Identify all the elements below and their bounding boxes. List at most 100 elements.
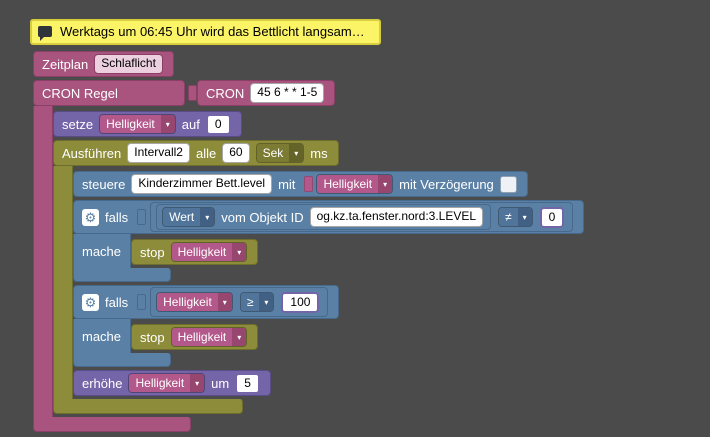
gear-icon[interactable]: ⚙ xyxy=(82,208,99,226)
value-type-dropdown[interactable]: Wert ▾ xyxy=(162,207,216,227)
interval-block: Ausführen Intervall2 alle 60 Sek ▾ ms xyxy=(53,140,585,414)
chevron-down-icon: ▾ xyxy=(217,293,232,311)
if-2-do-spine: mache xyxy=(73,319,131,353)
variable-name: Helligkeit xyxy=(129,374,191,392)
comment-icon xyxy=(38,26,52,41)
chevron-down-icon: ▾ xyxy=(378,175,393,193)
value-type: Wert xyxy=(163,208,201,226)
unit-suffix-label: ms xyxy=(310,145,328,161)
variable-dropdown[interactable]: Helligkeit ▾ xyxy=(99,114,176,134)
if-2-header-row[interactable]: ⚙ falls Helligkeit ▾ xyxy=(73,285,340,319)
operator-value: ≥ xyxy=(240,293,260,311)
cron-rule-label: CRON Regel xyxy=(42,85,118,101)
increment-variable-block[interactable]: erhöhe Helligkeit ▾ um 5 xyxy=(73,370,271,396)
to-label: auf xyxy=(181,116,200,132)
schedule-header-row[interactable]: Zeitplan Schlaflicht xyxy=(33,51,174,77)
if-label: falls xyxy=(105,209,129,225)
variable-dropdown[interactable]: Helligkeit ▾ xyxy=(170,327,248,347)
stop-block-1[interactable]: stop Helligkeit ▾ xyxy=(131,239,259,265)
number-field[interactable]: 0 xyxy=(539,206,565,228)
value-connector-icon xyxy=(137,209,147,225)
schedule-children: setze Helligkeit ▾ auf 0 Ausführen Inter… xyxy=(53,109,585,417)
if-block-2: ⚙ falls Helligkeit ▾ xyxy=(73,285,340,367)
variable-name: Helligkeit xyxy=(171,328,233,346)
from-object-label: vom Objekt ID xyxy=(221,209,304,225)
increment-label: erhöhe xyxy=(82,375,123,391)
operator-value: ≠ xyxy=(499,208,518,226)
chevron-down-icon: ▾ xyxy=(232,328,247,346)
number-field[interactable]: 100 xyxy=(281,291,320,313)
schedule-name-field[interactable]: Schlaflicht xyxy=(94,54,163,74)
if-1-header-row[interactable]: ⚙ falls Wert ▾ xyxy=(73,200,585,234)
with-label: mit xyxy=(278,176,296,192)
comment-block[interactable]: Werktags um 06:45 Uhr wird das Bettlicht… xyxy=(30,19,381,45)
if-1-children: stop Helligkeit ▾ xyxy=(131,237,259,268)
interval-foot xyxy=(53,399,243,414)
number-field[interactable]: 5 xyxy=(235,372,260,394)
cron-rule-row: CRON Regel CRON 45 6 * * 1-5 xyxy=(33,80,336,106)
interval-header-row[interactable]: Ausführen Intervall2 alle 60 Sek ▾ ms xyxy=(53,140,339,166)
chevron-down-icon: ▾ xyxy=(517,208,532,226)
control-block[interactable]: steuere Kinderzimmer Bett.level mit Hell… xyxy=(73,171,528,197)
control-label: steuere xyxy=(82,176,126,192)
value-connector-icon xyxy=(137,294,147,310)
stop-label: stop xyxy=(140,329,165,345)
variable-name: Helligkeit xyxy=(100,115,161,133)
chevron-down-icon: ▾ xyxy=(200,208,215,226)
schedule-foot xyxy=(33,417,191,432)
chevron-down-icon: ▾ xyxy=(289,144,304,162)
interval-children: steuere Kinderzimmer Bett.level mit Hell… xyxy=(73,169,585,399)
schedule-label: Zeitplan xyxy=(42,56,89,72)
cron-expression-field[interactable]: 45 6 * * 1-5 xyxy=(250,83,325,103)
number-field[interactable]: 0 xyxy=(205,113,231,135)
by-label: um xyxy=(211,375,230,391)
block-stack: Zeitplan Schlaflicht CRON Regel CRON 45 … xyxy=(33,51,585,432)
set-label: setze xyxy=(62,116,94,132)
gear-icon[interactable]: ⚙ xyxy=(82,293,99,311)
variable-dropdown[interactable]: Helligkeit ▾ xyxy=(128,373,206,393)
chevron-down-icon: ▾ xyxy=(190,374,205,392)
variable-dropdown[interactable]: Helligkeit ▾ xyxy=(156,292,233,312)
control-object-field[interactable]: Kinderzimmer Bett.level xyxy=(131,174,273,194)
chevron-down-icon: ▾ xyxy=(160,115,175,133)
if-block-1: ⚙ falls Wert ▾ xyxy=(73,200,585,282)
if-2-body: mache stop Helligkeit ▾ xyxy=(73,319,259,353)
schedule-body: setze Helligkeit ▾ auf 0 Ausführen Inter… xyxy=(33,106,585,417)
compare-block[interactable]: Wert ▾ vom Objekt ID og.kz.ta.fenster.no… xyxy=(150,202,574,232)
variable-dropdown[interactable]: Helligkeit ▾ xyxy=(170,242,248,262)
interval-name-field[interactable]: Intervall2 xyxy=(127,143,190,163)
operator-dropdown[interactable]: ≠ ▾ xyxy=(498,207,533,227)
interval-label: Ausführen xyxy=(62,145,122,161)
interval-spine xyxy=(53,166,73,399)
operator-dropdown[interactable]: ≥ ▾ xyxy=(239,292,275,312)
value-connector-icon xyxy=(304,176,314,192)
cron-value-block[interactable]: CRON 45 6 * * 1-5 xyxy=(197,80,336,106)
if-1-foot xyxy=(73,268,171,282)
interval-value-field[interactable]: 60 xyxy=(222,143,250,163)
object-value-block[interactable]: Wert ▾ vom Objekt ID og.kz.ta.fenster.no… xyxy=(156,204,492,230)
do-label: mache xyxy=(82,328,122,344)
delay-checkbox[interactable] xyxy=(499,175,517,193)
schedule-block: Zeitplan Schlaflicht CRON Regel CRON 45 … xyxy=(33,51,585,432)
if-1-do-spine: mache xyxy=(73,234,131,268)
variable-name: Helligkeit xyxy=(317,175,379,193)
if-1-body: mache stop Helligkeit ▾ xyxy=(73,234,259,268)
chevron-down-icon: ▾ xyxy=(232,243,247,261)
variable-dropdown[interactable]: Helligkeit ▾ xyxy=(316,174,394,194)
chevron-down-icon: ▾ xyxy=(259,293,274,311)
unit-dropdown[interactable]: Sek ▾ xyxy=(255,143,305,163)
object-id-field[interactable]: og.kz.ta.fenster.nord:3.LEVEL xyxy=(309,207,484,227)
unit-value: Sek xyxy=(256,144,290,162)
value-connector-icon xyxy=(188,85,197,101)
cron-label: CRON xyxy=(206,85,245,101)
every-label: alle xyxy=(195,145,217,161)
set-variable-block[interactable]: setze Helligkeit ▾ auf 0 xyxy=(53,111,242,137)
compare-block[interactable]: Helligkeit ▾ ≥ ▾ 100 xyxy=(150,287,329,317)
cron-rule-block[interactable]: CRON Regel xyxy=(33,80,185,106)
interval-body: steuere Kinderzimmer Bett.level mit Hell… xyxy=(53,166,585,399)
stop-label: stop xyxy=(140,244,165,260)
stop-block-2[interactable]: stop Helligkeit ▾ xyxy=(131,324,259,350)
schedule-spine xyxy=(33,106,53,417)
do-label: mache xyxy=(82,243,122,259)
